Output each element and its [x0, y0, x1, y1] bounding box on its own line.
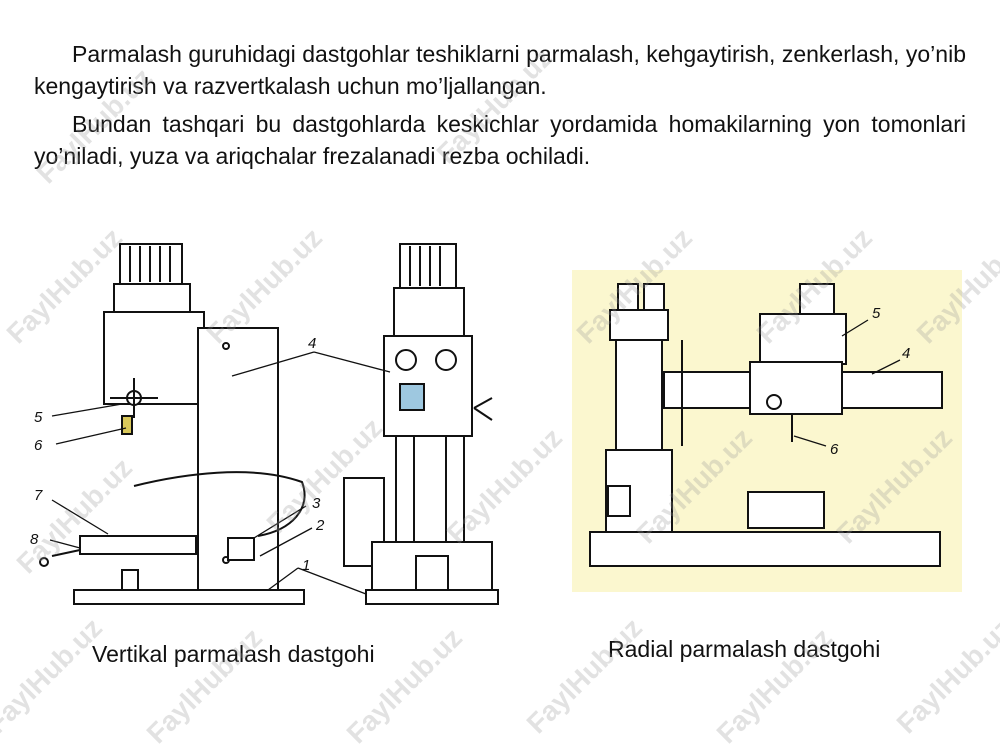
callout-label-2: 2 [315, 517, 325, 534]
paragraph-details: Bundan tashqari bu dastgohlarda keskichl… [34, 111, 966, 169]
callout-label-7: 7 [34, 487, 43, 504]
watermark-logo: FaylHub.uz [890, 611, 1000, 740]
vertical-drilling-machine-illustration: 5 6 7 8 4 3 2 1 [30, 243, 499, 605]
watermark-logo: FaylHub.uz [520, 611, 649, 740]
callout-label-4: 4 [902, 345, 910, 362]
callout-label-5: 5 [34, 409, 43, 426]
callout-label-5: 5 [872, 305, 881, 322]
callout-label-3: 3 [312, 495, 321, 512]
callout-label-8: 8 [30, 531, 39, 548]
callout-label-1: 1 [302, 557, 310, 574]
watermark-logo: FaylHub.uz [0, 611, 109, 740]
radial-drilling-machine-illustration: 5 4 6 [572, 270, 962, 592]
caption-radial-drilling-machine: Radial parmalash dastgohi [608, 636, 881, 662]
callout-label-6: 6 [34, 437, 43, 454]
paragraph-intro: Parmalash guruhidagi dastgohlar teshikla… [34, 41, 966, 99]
callout-label-4: 4 [308, 335, 316, 352]
caption-vertical-drilling-machine: Vertikal parmalash dastgohi [92, 641, 375, 667]
callout-label-6: 6 [830, 441, 839, 458]
